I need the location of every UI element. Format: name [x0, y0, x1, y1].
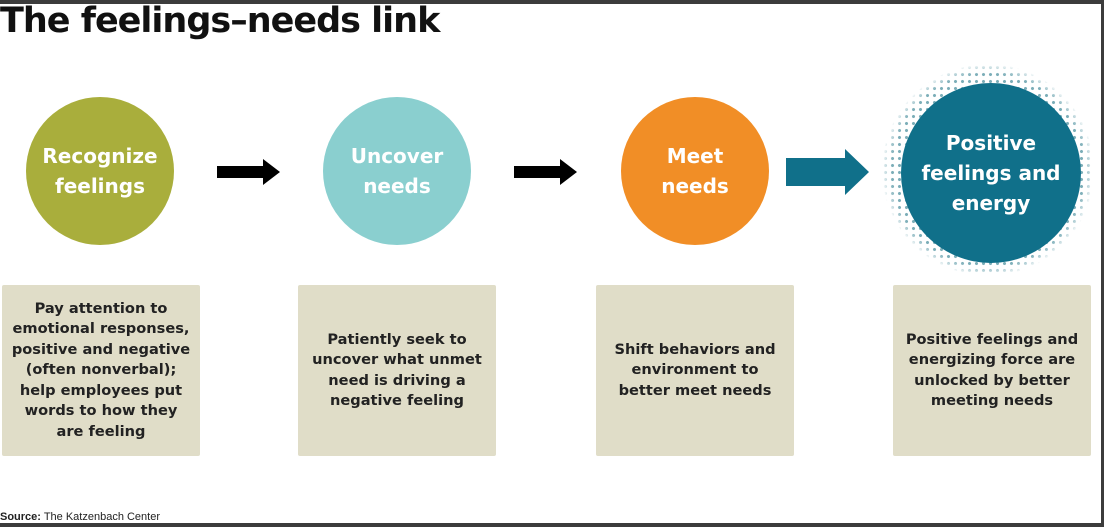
arrow-right-large-icon: [786, 149, 869, 195]
description-text: Pay attention to emotional responses, po…: [11, 299, 191, 440]
description-text: Shift behaviors and environment to bette…: [614, 340, 776, 399]
step-label: Meet needs: [661, 144, 729, 198]
step-circle-meet-needs: Meet needs: [621, 97, 769, 245]
description-box-positive-feelings: Positive feelings and energizing force a…: [893, 285, 1091, 456]
source-label: Source:: [0, 511, 41, 523]
description-text: Positive feelings and energizing force a…: [905, 330, 1079, 410]
description-box-meet-needs: Shift behaviors and environment to bette…: [596, 285, 794, 456]
arrow-shape: [217, 159, 280, 185]
step-circle-uncover-needs: Uncover needs: [323, 97, 471, 245]
diagram-title: The feelings–needs link: [0, 1, 440, 41]
step-label: Uncover needs: [350, 144, 444, 198]
source-text: The Katzenbach Center: [40, 511, 161, 523]
step-label: Recognize feelings: [42, 144, 158, 198]
description-box-uncover-needs: Patiently seek to uncover what unmet nee…: [298, 285, 496, 456]
arrow-right-icon: [217, 159, 280, 185]
step-label: Positive feelings and energy: [921, 131, 1061, 215]
source-note: Source: The Katzenbach Center: [0, 511, 160, 523]
arrow-shape: [786, 149, 869, 195]
step-circle-recognize-feelings: Recognize feelings: [26, 97, 174, 245]
description-text: Patiently seek to uncover what unmet nee…: [312, 330, 482, 410]
arrow-right-icon: [514, 159, 577, 185]
description-box-recognize-feelings: Pay attention to emotional responses, po…: [2, 285, 200, 456]
step-circle-positive-feelings: Positive feelings and energy: [901, 83, 1081, 263]
arrow-shape: [514, 159, 577, 185]
